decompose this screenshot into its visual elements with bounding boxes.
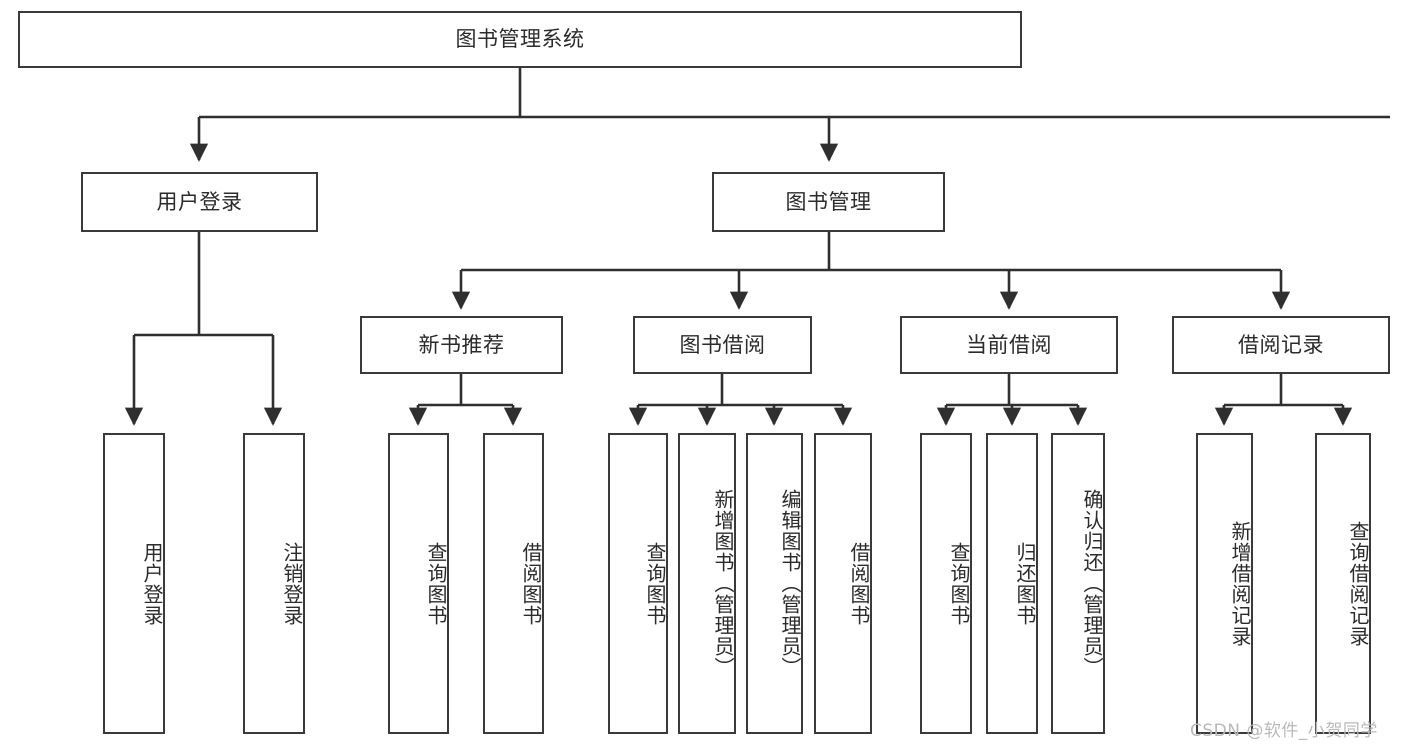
node-label: 图书管理系统	[455, 27, 585, 52]
node-leaf-edit-book-admin[interactable]: 编辑图书（管理员）	[746, 433, 803, 734]
node-label: 查询图书	[947, 541, 971, 626]
node-label: 当前借阅	[966, 332, 1052, 357]
node-label: 借阅图书	[847, 541, 871, 626]
node-label: 用户登录	[156, 189, 243, 214]
node-label: 确认归还（管理员）	[1080, 489, 1104, 678]
node-label: 查询图书	[643, 541, 667, 626]
node-label: 查询图书	[424, 541, 448, 626]
node-leaf-user-login[interactable]: 用户登录	[103, 433, 165, 734]
node-label: 用户登录	[140, 541, 164, 626]
node-new-book-recommend[interactable]: 新书推荐	[360, 316, 563, 374]
node-leaf-add-book-admin[interactable]: 新增图书（管理员）	[678, 433, 736, 734]
node-current-borrow[interactable]: 当前借阅	[900, 316, 1118, 374]
node-borrow-record[interactable]: 借阅记录	[1172, 316, 1390, 374]
node-label: 图书借阅	[679, 332, 766, 357]
node-label: 新增图书（管理员）	[711, 489, 735, 678]
node-label: 借阅图书	[519, 541, 543, 626]
node-root-system[interactable]: 图书管理系统	[18, 11, 1022, 68]
node-label: 归还图书	[1013, 541, 1037, 626]
node-label: 查询借阅记录	[1346, 520, 1370, 647]
node-leaf-logout[interactable]: 注销登录	[243, 433, 305, 734]
node-leaf-borrow-book-recommend[interactable]: 借阅图书	[483, 433, 544, 734]
node-user-login[interactable]: 用户登录	[81, 172, 318, 232]
node-leaf-add-borrow-record[interactable]: 新增借阅记录	[1196, 433, 1253, 734]
node-leaf-query-borrow-record[interactable]: 查询借阅记录	[1315, 433, 1371, 734]
node-label: 编辑图书（管理员）	[778, 489, 802, 678]
node-label: 借阅记录	[1238, 332, 1324, 357]
node-leaf-query-book-current[interactable]: 查询图书	[920, 433, 972, 734]
csdn-watermark: CSDN @软件_小贺同学	[1190, 721, 1378, 741]
node-leaf-query-book-borrow[interactable]: 查询图书	[608, 433, 668, 734]
node-book-management[interactable]: 图书管理	[712, 172, 945, 232]
node-label: 新增借阅记录	[1228, 520, 1252, 647]
node-book-borrow[interactable]: 图书借阅	[633, 316, 812, 374]
node-label: 图书管理	[785, 189, 872, 214]
node-leaf-borrow-book[interactable]: 借阅图书	[814, 433, 872, 734]
node-leaf-query-book-recommend[interactable]: 查询图书	[388, 433, 449, 734]
node-leaf-confirm-return-admin[interactable]: 确认归还（管理员）	[1051, 433, 1105, 734]
node-label: 新书推荐	[418, 332, 505, 357]
node-label: 注销登录	[280, 541, 304, 626]
node-leaf-return-book[interactable]: 归还图书	[986, 433, 1038, 734]
